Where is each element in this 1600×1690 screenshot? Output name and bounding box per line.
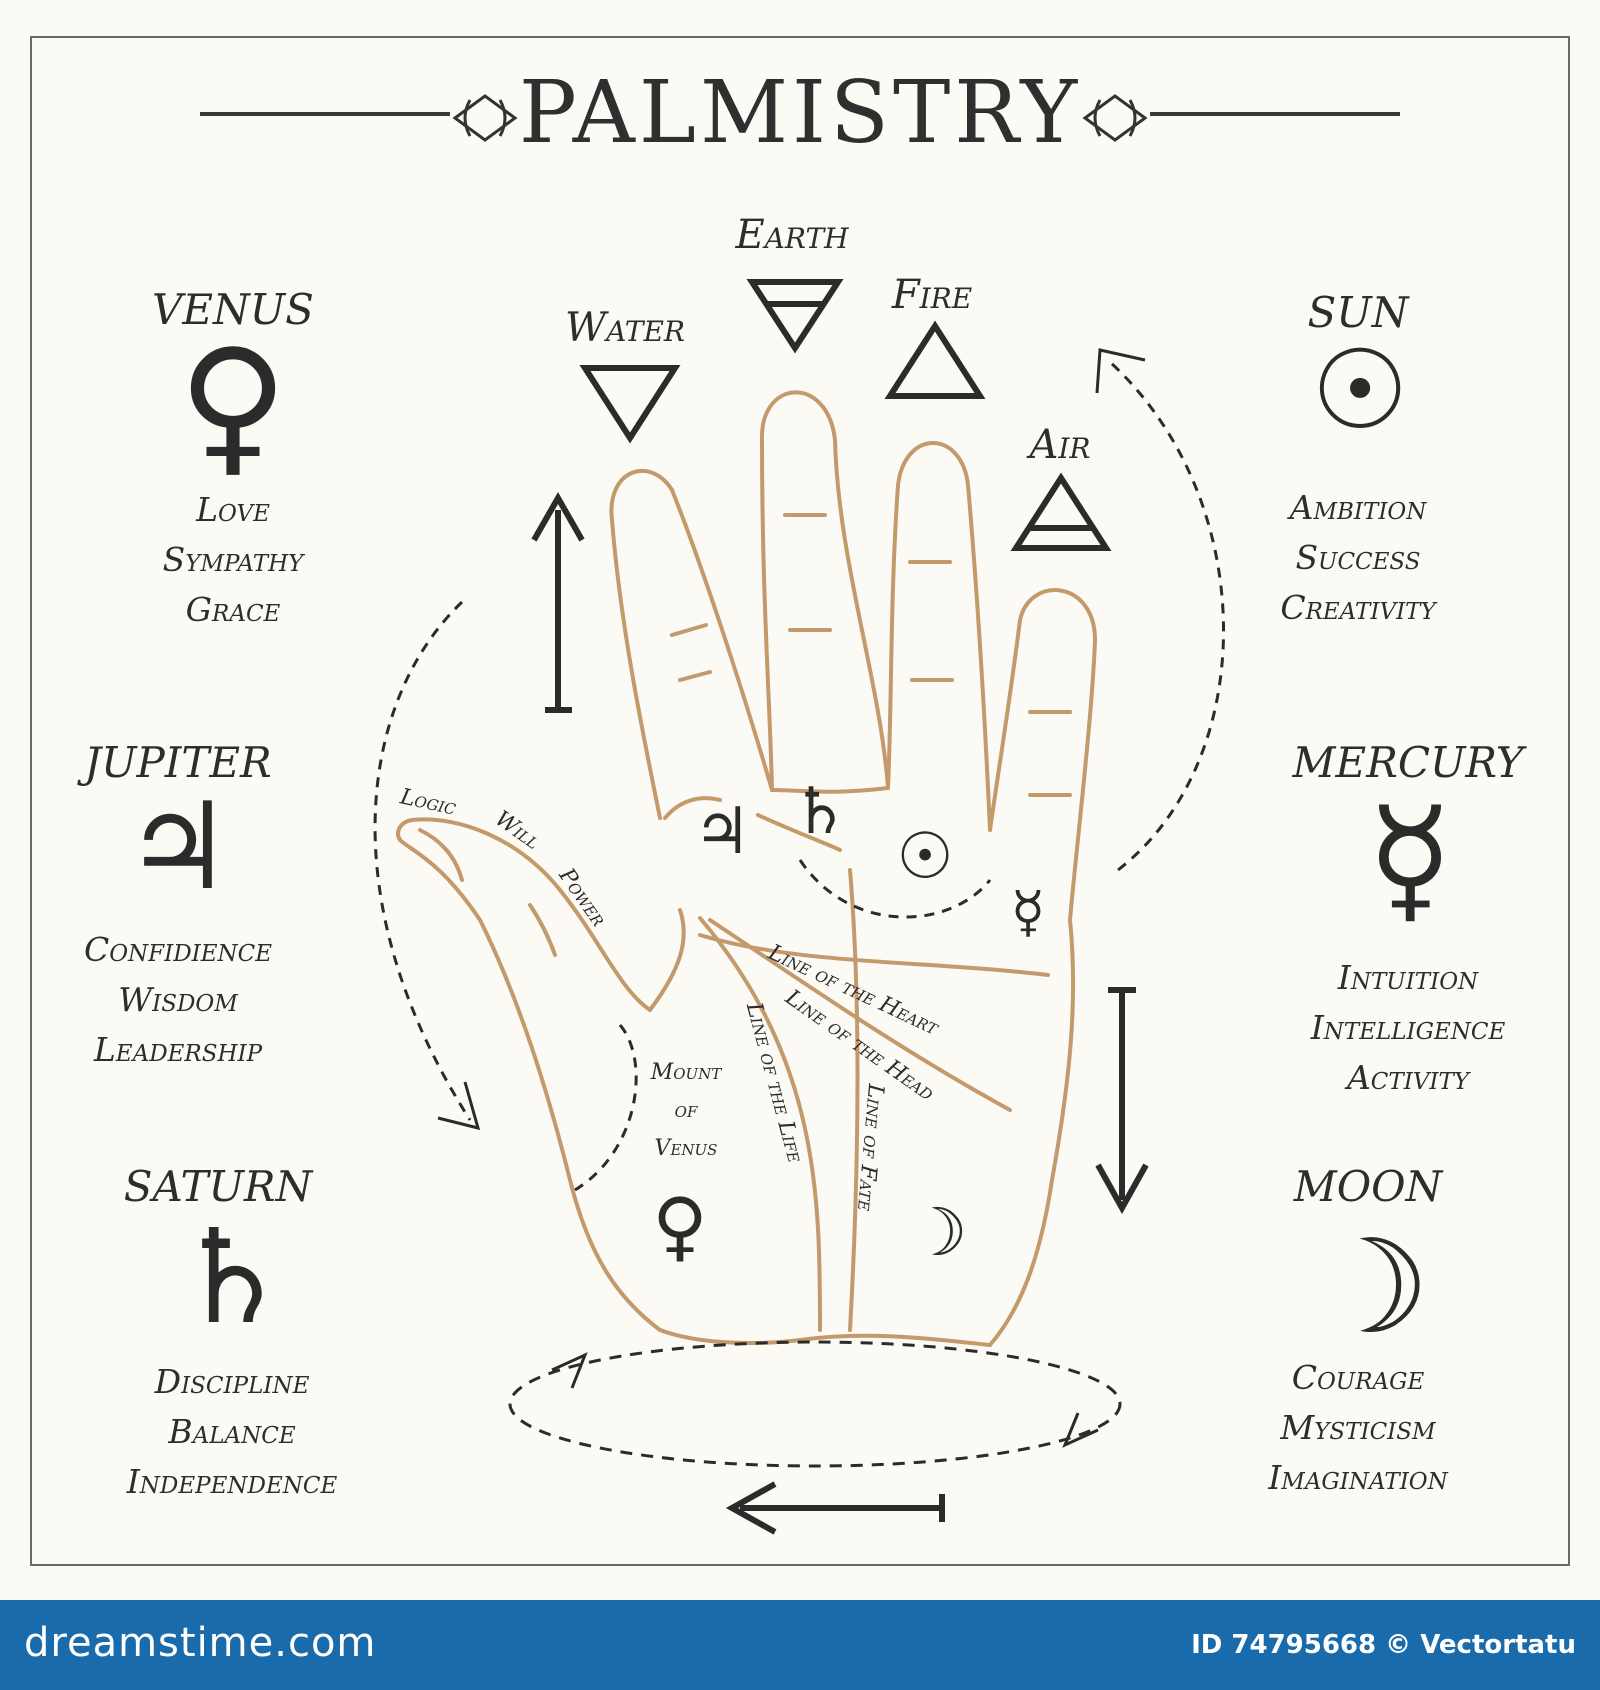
palm-illustration [373, 94, 1225, 1535]
palm-saturn-icon: ♄ [791, 775, 849, 849]
venus-trait-2: Sympathy [162, 540, 304, 579]
title-rule-right [1150, 112, 1400, 116]
up-arrow-icon [531, 491, 585, 713]
label-mount-2: of [674, 1098, 698, 1123]
flourish-left [452, 94, 518, 142]
palm-mercury-icon: ☿ [1010, 880, 1046, 945]
element-fire-label: Fire [891, 272, 973, 318]
sun-dashed-arc [798, 859, 992, 919]
title-rule-left [200, 112, 450, 116]
mercury-trait-1: Intuition [1337, 958, 1479, 997]
sun-name: SUN [1307, 288, 1409, 337]
element-air-label: Air [1029, 422, 1091, 468]
watermark-brand: dreamstime.com [24, 1620, 377, 1666]
saturn-icon: ♄ [173, 1201, 291, 1353]
right-rotation-arrow [1095, 348, 1225, 872]
venus-name: VENUS [152, 285, 314, 334]
mercury-name: MERCURY [1292, 738, 1524, 787]
saturn-trait-1: Discipline [154, 1362, 310, 1401]
air-triangle-icon [1010, 472, 1112, 551]
jupiter-trait-1: Confidience [83, 930, 273, 969]
moon-icon: ☽ [1313, 1211, 1431, 1363]
border-frame [30, 36, 1570, 1566]
left-arrow-icon [725, 1481, 945, 1535]
saturn-name: SATURN [123, 1162, 313, 1211]
jupiter-trait-3: Leadership [93, 1030, 263, 1069]
page-title: PALMISTRY [518, 63, 1082, 163]
flourish-right [1082, 94, 1148, 142]
saturn-trait-2: Balance [168, 1412, 296, 1451]
palm-sun-icon: ☉ [896, 820, 954, 894]
element-water-label: Water [565, 305, 685, 351]
watermark-id: ID 74795668 © Vectortatu [1191, 1630, 1576, 1660]
palm-venus-icon: ♀ [652, 1181, 708, 1270]
moon-trait-1: Courage [1291, 1358, 1425, 1397]
mercury-icon: ☿ [1367, 778, 1453, 941]
jupiter-name: JUPITER [84, 738, 272, 787]
moon-trait-2: Mysticism [1280, 1408, 1436, 1447]
left-rotation-arrow [373, 600, 481, 1131]
water-triangle-icon [579, 365, 681, 444]
venus-trait-3: Grace [185, 590, 281, 629]
palm-jupiter-icon: ♃ [693, 795, 751, 869]
down-arrow-icon [1095, 987, 1149, 1215]
sun-icon: ☉ [1310, 326, 1410, 454]
mercury-trait-3: Activity [1346, 1058, 1470, 1097]
palm-moon-icon: ☽ [908, 1194, 968, 1271]
jupiter-trait-2: Wisdom [118, 980, 238, 1019]
moon-trait-3: Imagination [1268, 1458, 1448, 1497]
sun-trait-2: Success [1295, 538, 1421, 577]
venus-icon: ♀ [178, 318, 288, 492]
earth-triangle-icon [746, 279, 844, 354]
poster: PALMISTRY [30, 36, 1570, 1566]
jupiter-icon: ♃ [124, 778, 232, 917]
sun-trait-3: Creativity [1280, 588, 1436, 627]
saturn-trait-3: Independence [126, 1462, 338, 1501]
watermark-footer: dreamstime.com ID 74795668 © Vectortatu [0, 1600, 1600, 1690]
venus-trait-1: Love [196, 490, 270, 529]
wrist-rotation-ellipse [508, 1340, 1122, 1468]
mount-dashed-curve [574, 1024, 638, 1192]
moon-name: MOON [1293, 1162, 1443, 1211]
hand-outline [396, 390, 1097, 1347]
sun-trait-1: Ambition [1289, 488, 1427, 527]
mercury-trait-2: Intelligence [1310, 1008, 1506, 1047]
fire-triangle-icon [884, 320, 986, 399]
label-mount-3: Venus [654, 1136, 718, 1161]
element-earth-label: Earth [735, 212, 849, 258]
label-mount-1: Mount [650, 1060, 722, 1085]
